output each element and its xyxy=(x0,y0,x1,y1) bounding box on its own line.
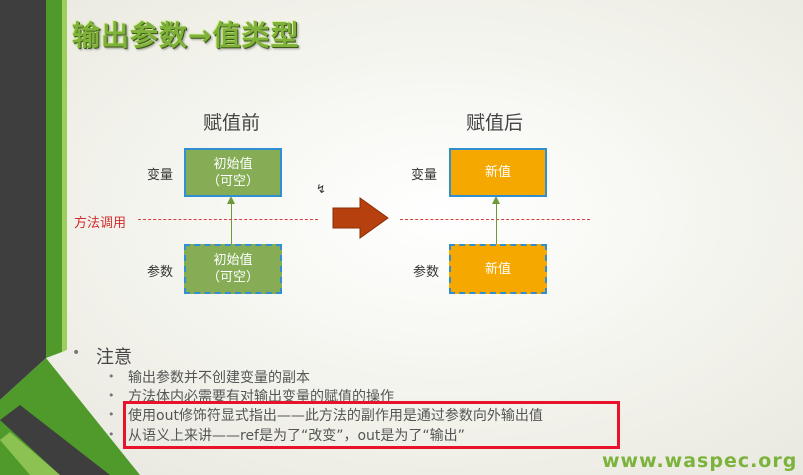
method-call-label: 方法调用 xyxy=(74,216,127,231)
notes-title: 注意 xyxy=(96,347,132,368)
after-param-label: 参数 xyxy=(413,265,440,280)
before-connector xyxy=(231,202,232,244)
before-parameter-line2: （可空） xyxy=(206,270,259,285)
note-bullet-1: • xyxy=(108,370,115,383)
before-param-label: 参数 xyxy=(147,265,174,280)
transition-arrow-icon xyxy=(332,197,389,239)
after-var-label: 变量 xyxy=(411,168,438,183)
watermark: www.waspec.org xyxy=(602,450,798,472)
after-parameter-box: 新值 xyxy=(449,244,547,294)
mouse-cursor-icon: ↯ xyxy=(316,182,327,196)
after-variable-value: 新值 xyxy=(484,165,511,180)
method-call-divider-right xyxy=(400,219,590,220)
before-var-label: 变量 xyxy=(147,168,174,183)
before-variable-box: 初始值 （可空） xyxy=(184,148,282,197)
method-call-divider-left xyxy=(138,219,318,220)
note-item-4: 从语义上来讲——ref是为了“改变”，out是为了“输出” xyxy=(128,428,465,444)
slide-title: 输出参数→值类型 xyxy=(72,19,300,52)
note-item-1: 输出参数并不创建变量的副本 xyxy=(128,370,310,386)
notes-bullet: • xyxy=(72,345,81,361)
before-variable-line2: （可空） xyxy=(206,173,259,189)
note-bullet-4: • xyxy=(108,428,115,441)
note-bullet-2: • xyxy=(108,389,115,402)
note-item-3: 使用out修饰符显式指出——此方法的副作用是通过参数向外输出值 xyxy=(128,408,543,424)
after-parameter-value: 新值 xyxy=(484,261,511,277)
after-variable-box: 新值 xyxy=(449,148,547,197)
before-variable-line1: 初始值 xyxy=(213,156,253,172)
highlight-annotation-box xyxy=(123,401,620,449)
before-parameter-line1: 初始值 xyxy=(213,253,253,268)
after-connector xyxy=(496,202,497,244)
note-bullet-3: • xyxy=(108,408,115,421)
before-heading: 赋值前 xyxy=(203,112,261,134)
after-heading: 赋值后 xyxy=(466,112,524,134)
before-parameter-box: 初始值 （可空） xyxy=(184,244,282,294)
